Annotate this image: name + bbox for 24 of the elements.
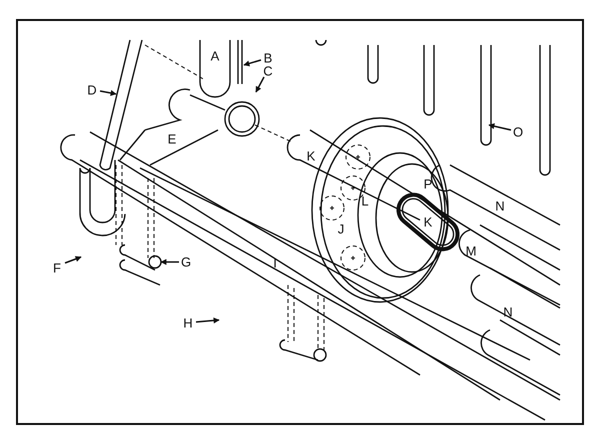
leader-arrow	[160, 259, 179, 265]
callout-letter: G	[180, 256, 192, 268]
part-letter: K	[424, 216, 432, 228]
leader-arrow	[255, 76, 265, 93]
part-letter: L	[361, 194, 369, 208]
part-letter: P	[424, 178, 432, 190]
part-letter: J	[338, 222, 344, 236]
callout-letter: O	[512, 126, 524, 138]
part-letter: K	[306, 150, 316, 162]
callout-letter: C	[263, 64, 273, 78]
part-letter: M	[466, 244, 476, 258]
part-letter: A	[210, 50, 220, 62]
leader-arrow	[488, 123, 512, 131]
callout-letter: D	[87, 84, 97, 96]
leader-arrow	[64, 256, 82, 264]
callout-letter: B	[264, 52, 272, 64]
callout-letter: H	[183, 316, 193, 330]
callout-letter: F	[53, 262, 61, 274]
leader-arrow	[196, 317, 220, 324]
part-letter: N	[503, 306, 513, 318]
part-letter: N	[495, 200, 505, 212]
leader-arrow	[243, 59, 262, 66]
leader-arrow	[100, 90, 117, 96]
part-letter: E	[168, 132, 176, 146]
